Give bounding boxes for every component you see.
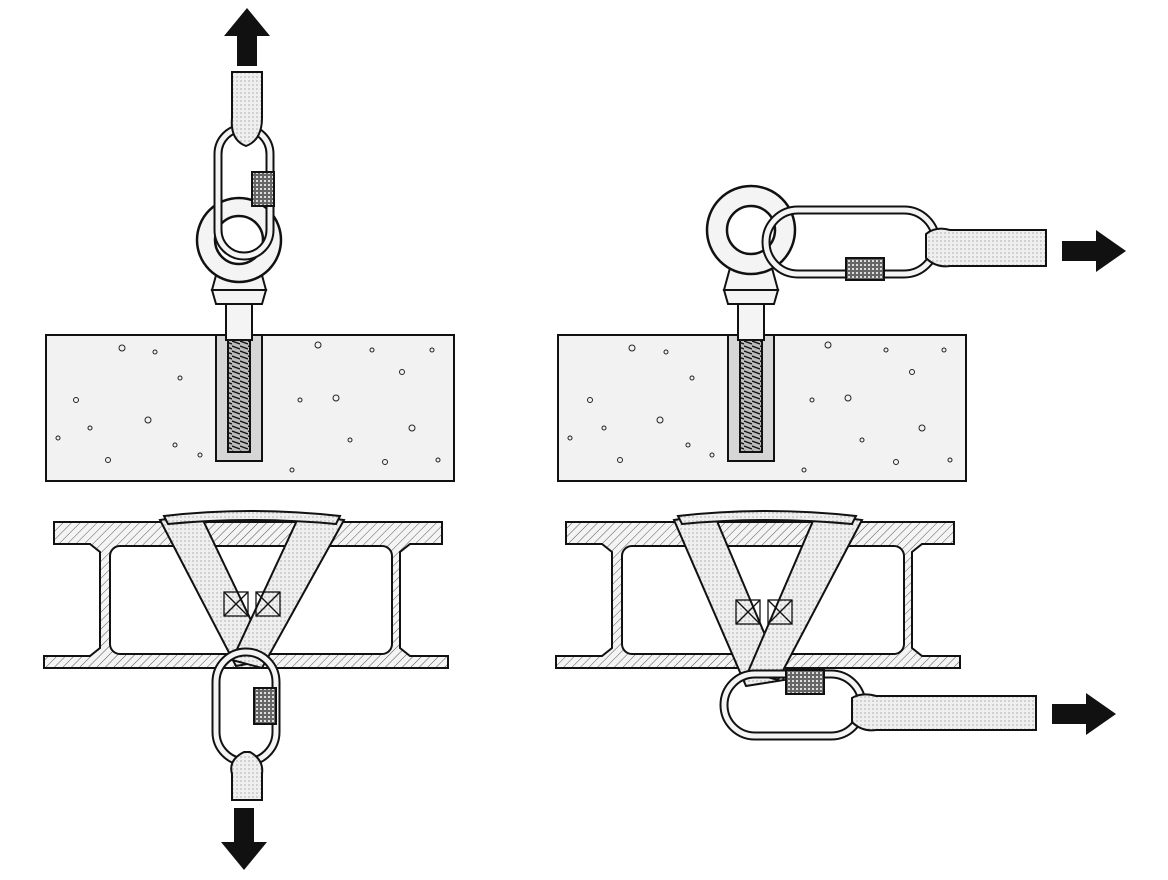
rope-side	[851, 693, 1037, 732]
concrete-aggregate	[567, 341, 953, 473]
panel-eyebolt-horizontal	[557, 184, 1126, 482]
carabiner-locking-sleeve	[785, 669, 825, 695]
rope-bottom	[230, 751, 264, 801]
carabiner-locking-sleeve	[253, 687, 277, 725]
arrow-down-icon	[221, 808, 267, 870]
arrow-up-icon	[224, 8, 270, 66]
sling-stitching	[735, 599, 793, 625]
eye-bolt-collar	[722, 289, 780, 305]
bolt-thread	[227, 339, 251, 453]
carabiner-locking-sleeve	[251, 171, 275, 207]
arrow-right-icon	[1062, 230, 1126, 272]
eye-bolt-collar	[210, 289, 268, 305]
panel-eyebolt-vertical	[45, 8, 455, 482]
rope-top	[230, 71, 263, 148]
concrete-aggregate	[55, 341, 441, 473]
rope-side	[925, 227, 1047, 268]
sling-strap-top	[162, 510, 342, 526]
bolt-thread	[739, 339, 763, 453]
panel-beam-sling-horizontal	[555, 510, 1116, 741]
arrow-right-icon	[1052, 693, 1116, 735]
sling-strap-top	[676, 510, 858, 526]
sling-stitching	[223, 591, 281, 617]
carabiner-locking-sleeve	[845, 257, 885, 281]
panel-beam-sling-vertical	[43, 510, 449, 870]
